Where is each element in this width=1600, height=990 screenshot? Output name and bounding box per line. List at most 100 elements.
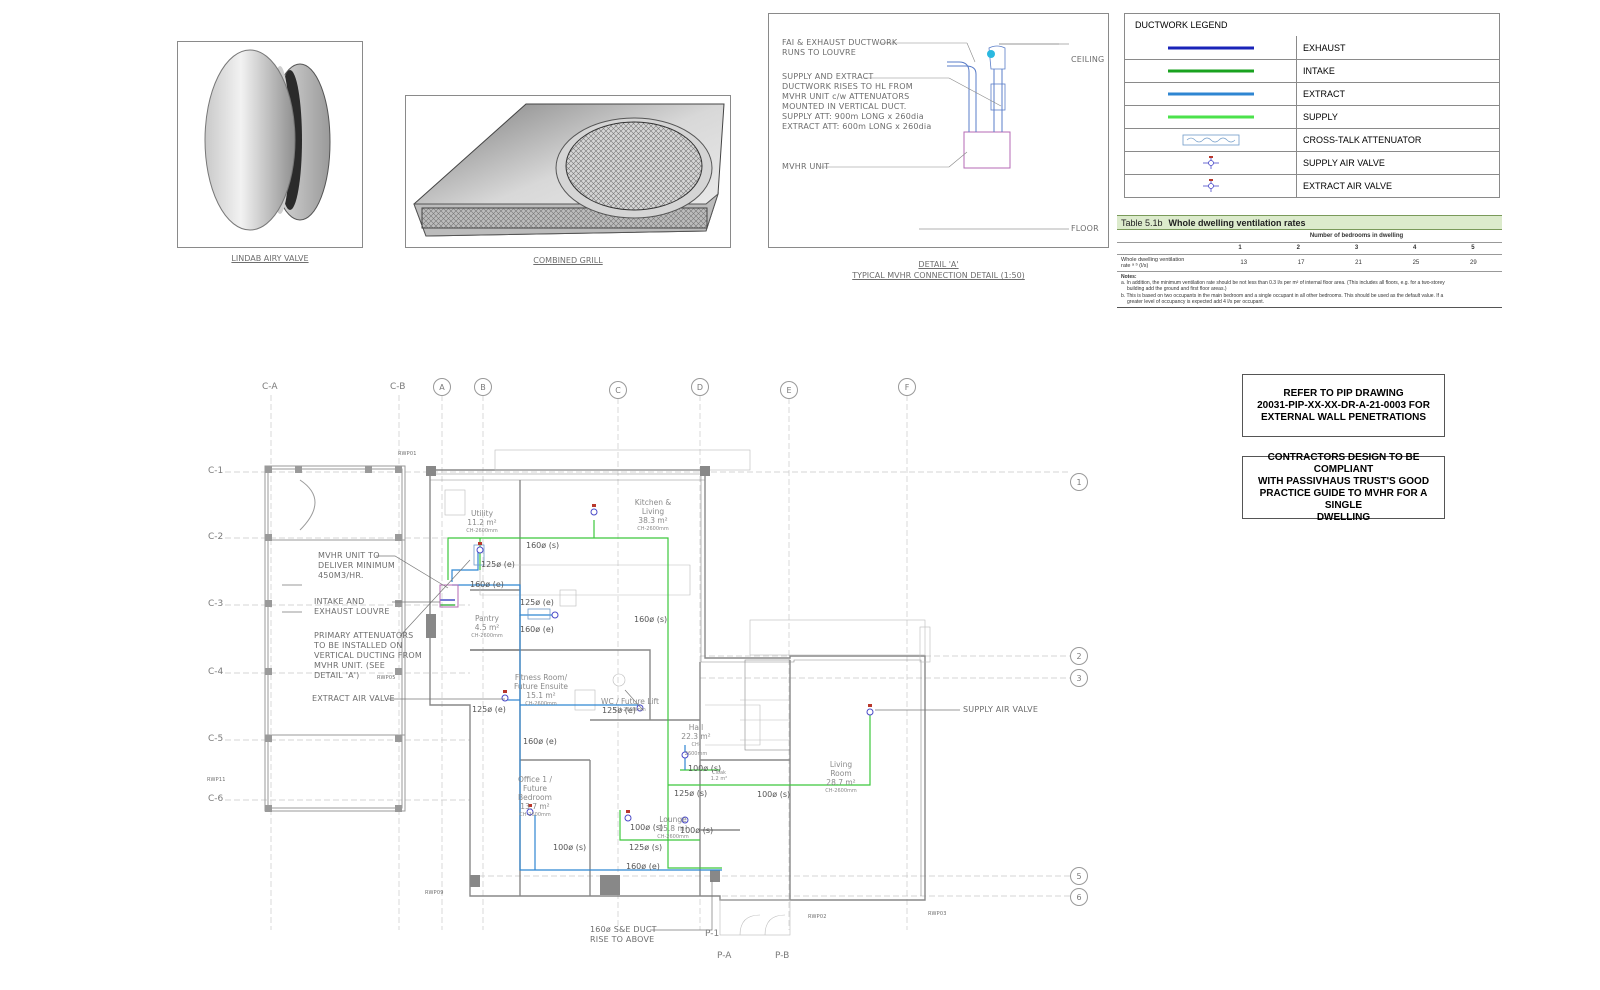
room-wc-name: WC / Future Lift bbox=[601, 697, 659, 706]
pip-note-line-2: 20031-PIP-XX-XX-DR-A-21-0003 FOR bbox=[1257, 399, 1430, 411]
room-office-name-2: Future bbox=[523, 784, 547, 793]
rwp-tag-3: RWP11 bbox=[207, 777, 226, 783]
detail-a-frame: FAI & EXHAUST DUCTWORK RUNS TO LOUVRE SU… bbox=[768, 13, 1109, 248]
rwp-tag-2: RWP05 bbox=[377, 675, 396, 681]
louvre-annotation-line-2: EXHAUST LOUVRE bbox=[314, 607, 390, 616]
house-walls bbox=[429, 469, 926, 901]
fixtures bbox=[444, 449, 931, 936]
table-bedroom-header: Number of bedrooms in dwelling bbox=[1309, 233, 1404, 239]
rwp-tag-5: RWP02 bbox=[808, 914, 827, 920]
grid-f: F bbox=[898, 378, 916, 396]
room-wc-ch: CH-2600mm bbox=[614, 707, 646, 713]
detail-rises-line-1: SUPPLY AND EXTRACT bbox=[782, 72, 874, 81]
room-living-area: 28.7 m² bbox=[826, 778, 856, 787]
legend-row-extract-air-valve: EXTRACT AIR VALVE bbox=[1125, 174, 1499, 197]
table-note-a-line-2: building add the ground and first floor … bbox=[1127, 286, 1227, 292]
passivhaus-note-line-3: PRACTICE GUIDE TO MVHR FOR A SINGLE bbox=[1259, 487, 1428, 511]
combined-grill-frame bbox=[405, 95, 731, 248]
grid-5: 5 bbox=[1070, 867, 1088, 885]
detail-rises-line-3: MVHR UNIT c/w ATTENUATORS bbox=[782, 92, 910, 101]
duct-label-7: 125ø (e) bbox=[472, 705, 506, 714]
grid-b: B bbox=[474, 378, 492, 396]
legend-label: EXTRACT bbox=[1303, 89, 1346, 99]
grid-c1: C-1 bbox=[208, 466, 224, 476]
room-cloak-name: Cloak bbox=[712, 770, 726, 776]
air-valve-icon bbox=[1202, 156, 1219, 169]
pip-note-line-3: EXTERNAL WALL PENETRATIONS bbox=[1260, 411, 1426, 423]
room-utility-ch: CH-2600mm bbox=[466, 528, 498, 534]
room-pantry-ch: CH-2600mm bbox=[471, 633, 503, 639]
grid-p1: P-1 bbox=[705, 929, 720, 939]
grid-a: A bbox=[433, 378, 451, 396]
room-hall-area: 22.3 m² bbox=[681, 732, 711, 741]
room-lounge-ch: CH-2600mm bbox=[657, 834, 689, 840]
duct-line-icon bbox=[1167, 46, 1254, 49]
grid-pa: P-A bbox=[717, 951, 732, 961]
grid-c3: C-3 bbox=[208, 599, 224, 609]
duct-label-2: 125ø (e) bbox=[481, 560, 515, 569]
room-kitchen-name-2: Living bbox=[641, 507, 665, 516]
attenuators-annotation-line-1: PRIMARY ATTENUATORS bbox=[314, 631, 414, 640]
room-kitchen-ch: CH-2600mm bbox=[637, 526, 669, 532]
duct-label-15: 125ø (s) bbox=[629, 843, 663, 852]
detail-unit-note: MVHR UNIT bbox=[782, 162, 830, 171]
table-note-a-line-1: a. In addition, the minimum ventilation … bbox=[1121, 280, 1445, 286]
detail-rises-line-2: DUCTWORK RISES TO HL FROM bbox=[782, 82, 913, 91]
legend-row-exhaust: EXHAUST bbox=[1125, 36, 1499, 59]
passivhaus-note-line-1: CONTRACTORS DESIGN TO BE COMPLIANT bbox=[1267, 451, 1420, 475]
air-valves bbox=[476, 508, 874, 824]
mvhr-annotation-line-3: 450M3/HR. bbox=[318, 571, 364, 580]
room-wc: WC / Future Lift CH-2600mm bbox=[600, 697, 660, 715]
bedroom-count-2: 2 bbox=[1296, 245, 1300, 251]
combined-grill-image bbox=[413, 103, 725, 237]
mvhr-annotation: MVHR UNIT TO DELIVER MINIMUM 450M3/HR. bbox=[318, 551, 395, 581]
legend-label: EXTRACT AIR VALVE bbox=[1303, 181, 1393, 191]
room-kitchen-area: 38.3 m² bbox=[638, 516, 668, 525]
supply-valve-annotation: SUPPLY AIR VALVE bbox=[963, 705, 1039, 714]
duct-line-icon bbox=[1167, 69, 1254, 73]
passivhaus-note-line-4: DWELLING bbox=[1316, 511, 1371, 523]
legend-symbol bbox=[1125, 36, 1297, 59]
grid-c2: C-2 bbox=[208, 532, 224, 542]
exhaust-intake-ducts bbox=[440, 599, 455, 606]
duct-label-9: 160ø (e) bbox=[523, 737, 557, 746]
room-utility: Utility 11.2 m² CH-2600mm bbox=[462, 509, 502, 536]
legend-label: SUPPLY bbox=[1303, 112, 1338, 122]
room-office: Office 1 / Future Bedroom 13.7 m² CH-260… bbox=[516, 775, 554, 820]
lindab-valve-frame bbox=[177, 41, 363, 248]
room-kitchen-name-1: Kitchen & bbox=[634, 498, 672, 507]
room-utility-area: 11.2 m² bbox=[467, 518, 497, 527]
legend-label: SUPPLY AIR VALVE bbox=[1303, 158, 1385, 168]
legend-symbol bbox=[1125, 83, 1297, 105]
bedroom-count-3: 3 bbox=[1354, 245, 1359, 251]
mvhr-unit bbox=[439, 584, 459, 608]
legend-row-supply-air-valve: SUPPLY AIR VALVE bbox=[1125, 151, 1499, 174]
detail-rises-note: SUPPLY AND EXTRACT DUCTWORK RISES TO HL … bbox=[782, 72, 931, 132]
riser-annotation-line-2: RISE TO ABOVE bbox=[590, 935, 655, 944]
room-hall-ch: CH-2600mm bbox=[684, 742, 708, 757]
rwp-tag-6: RWP03 bbox=[928, 911, 947, 917]
room-kitchen: Kitchen & Living 38.3 m² CH-2600mm bbox=[632, 498, 674, 534]
legend-symbol bbox=[1125, 152, 1297, 174]
detail-a-drawing bbox=[821, 42, 1069, 230]
room-living-name: Living Room bbox=[829, 760, 853, 778]
passivhaus-note: CONTRACTORS DESIGN TO BE COMPLIANT WITH … bbox=[1242, 452, 1445, 523]
passivhaus-note-line-2: WITH PASSIVHAUS TRUST'S GOOD bbox=[1257, 475, 1430, 487]
legend-symbol bbox=[1125, 106, 1297, 128]
detail-fai-line-1: FAI & EXHAUST DUCTWORK bbox=[782, 38, 898, 47]
leader-lines bbox=[376, 555, 960, 931]
attenuator-icon bbox=[1182, 134, 1239, 146]
attenuators-annotation-line-3: VERTICAL DUCTING FROM bbox=[314, 651, 422, 660]
bedroom-count-4: 4 bbox=[1413, 245, 1417, 251]
grid-1: 1 bbox=[1070, 473, 1088, 491]
duct-label-8: 125ø (e) bbox=[602, 706, 636, 715]
grid-2: 2 bbox=[1070, 647, 1088, 665]
duct-label-14: 100ø (s) bbox=[553, 843, 587, 852]
room-fitness: Fitness Room/ Future Ensuite 15.1 m² CH-… bbox=[513, 673, 569, 709]
room-cloak: Cloak 1.2 m² bbox=[708, 770, 730, 782]
room-lounge-name: Lounge bbox=[659, 815, 687, 824]
detail-rises-line-4: MOUNTED IN VERTICAL DUCT. bbox=[782, 102, 907, 111]
pip-drawing-note: REFER TO PIP DRAWING 20031-PIP-XX-XX-DR-… bbox=[1242, 374, 1445, 437]
